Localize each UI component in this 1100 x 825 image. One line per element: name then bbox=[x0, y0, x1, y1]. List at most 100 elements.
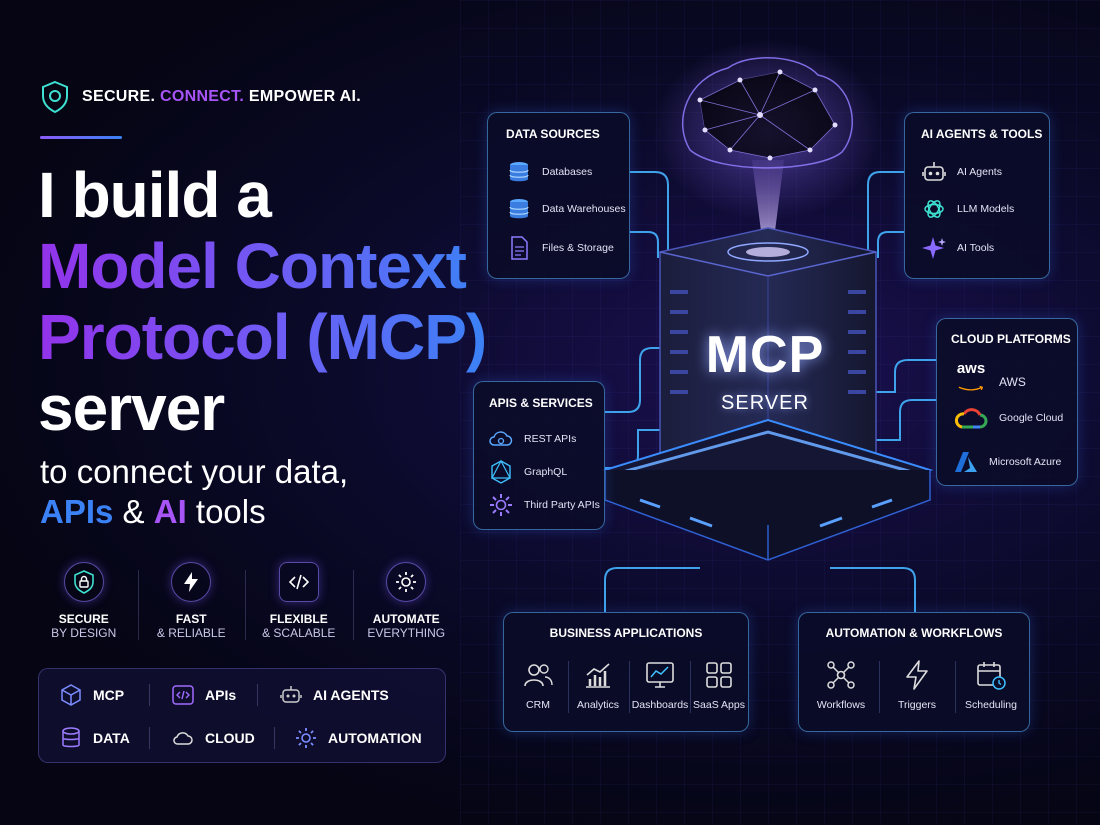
item-graphql[interactable]: GraphQL bbox=[488, 459, 567, 485]
file-icon bbox=[511, 236, 528, 260]
item-label: Data Warehouses bbox=[542, 203, 626, 215]
item-third-party-apis[interactable]: Third Party APIs bbox=[488, 492, 600, 518]
aws-smile-icon bbox=[958, 385, 984, 391]
server-subtitle: SERVER bbox=[721, 392, 809, 414]
tag-apis: APIs bbox=[171, 683, 236, 707]
gear-icon bbox=[386, 562, 427, 602]
feature-subtitle: EVERYTHING bbox=[367, 626, 446, 640]
feature-flexible: FLEXIBLE & SCALABLE bbox=[245, 562, 353, 644]
tagline: SECURE. CONNECT. EMPOWER AI. bbox=[40, 80, 361, 114]
tag-label: AI AGENTS bbox=[313, 687, 389, 703]
users-icon bbox=[524, 664, 553, 687]
tag-divider bbox=[257, 684, 258, 706]
gear-icon bbox=[490, 494, 512, 516]
item-label: REST APIs bbox=[524, 433, 577, 445]
item-divider bbox=[690, 661, 691, 713]
code-icon bbox=[172, 685, 194, 705]
feature-title: SECURE bbox=[58, 612, 109, 626]
panel-title: APIS & SERVICES bbox=[489, 396, 593, 410]
feature-title: FLEXIBLE bbox=[269, 612, 328, 626]
panel-automation-workflows: AUTOMATION & WORKFLOWS Workflows Trigger… bbox=[798, 612, 1030, 732]
item-label: Microsoft Azure bbox=[989, 456, 1062, 468]
robot-icon bbox=[922, 162, 946, 181]
item-ai-agents[interactable]: AI Agents bbox=[921, 159, 1002, 185]
shield-icon bbox=[42, 80, 68, 114]
item-label: SaaS Apps bbox=[693, 699, 745, 711]
graphql-icon bbox=[491, 459, 511, 484]
item-label: Dashboards bbox=[631, 699, 689, 711]
headline-line-4: server bbox=[38, 372, 225, 444]
item-label: Analytics bbox=[576, 699, 619, 711]
item-divider bbox=[629, 661, 630, 713]
database-icon bbox=[509, 162, 529, 182]
item-label: Google Cloud bbox=[999, 412, 1064, 424]
apps-grid-icon bbox=[706, 662, 732, 688]
feature-row: SECURE BY DESIGN FAST & RELIABLE FLEXIBL… bbox=[30, 562, 460, 644]
item-rest-apis[interactable]: REST APIs bbox=[488, 426, 576, 452]
gear-icon bbox=[296, 728, 316, 748]
lightning-icon bbox=[171, 562, 212, 602]
subhead-amp: & bbox=[122, 493, 145, 530]
panel-title: DATA SOURCES bbox=[506, 127, 600, 141]
item-dashboards[interactable]: Dashboards bbox=[629, 659, 691, 711]
warehouse-icon bbox=[509, 199, 529, 219]
item-llm-models[interactable]: LLM Models bbox=[921, 196, 1014, 222]
item-label: AI Tools bbox=[957, 242, 995, 254]
tag-data: DATA bbox=[59, 726, 130, 750]
item-divider bbox=[568, 661, 569, 713]
item-data-warehouses[interactable]: Data Warehouses bbox=[506, 196, 626, 222]
feature-secure: SECURE BY DESIGN bbox=[30, 562, 138, 644]
item-workflows[interactable]: Workflows bbox=[810, 659, 872, 711]
item-google-cloud[interactable]: Google Cloud bbox=[953, 405, 1063, 431]
tagline-secure: SECURE. bbox=[82, 88, 156, 105]
panel-business-applications: BUSINESS APPLICATIONS CRM Analytics Dash… bbox=[503, 612, 749, 732]
item-label: Triggers bbox=[897, 699, 937, 711]
dashboard-icon bbox=[646, 662, 674, 688]
accent-divider bbox=[40, 136, 122, 139]
item-files-storage[interactable]: Files & Storage bbox=[506, 235, 614, 261]
item-analytics[interactable]: Analytics bbox=[567, 659, 629, 711]
panel-title: BUSINESS APPLICATIONS bbox=[549, 626, 703, 640]
item-label: Third Party APIs bbox=[524, 499, 600, 511]
item-label: Databases bbox=[542, 166, 593, 178]
panel-cloud-platforms: CLOUD PLATFORMS aws AWS Google Cloud Mic… bbox=[936, 318, 1078, 486]
azure-icon bbox=[955, 452, 977, 472]
item-label: GraphQL bbox=[524, 466, 568, 478]
item-label: Files & Storage bbox=[542, 242, 614, 254]
item-crm[interactable]: CRM bbox=[507, 659, 569, 711]
workflow-icon bbox=[827, 661, 855, 689]
subhead-line-2: APIs & AI tools bbox=[40, 492, 348, 532]
cloud-gear-icon bbox=[489, 431, 513, 446]
tag-label: DATA bbox=[93, 730, 130, 746]
feature-title: AUTOMATE bbox=[372, 612, 440, 626]
headline-line-3: Protocol (MCP) bbox=[38, 301, 487, 373]
item-triggers[interactable]: Triggers bbox=[886, 659, 948, 711]
subhead-ai: AI bbox=[153, 493, 187, 530]
feature-subtitle: & SCALABLE bbox=[262, 626, 336, 640]
item-scheduling[interactable]: Scheduling bbox=[960, 659, 1022, 711]
feature-automate: AUTOMATE EVERYTHING bbox=[352, 562, 461, 644]
cube-icon bbox=[61, 684, 81, 706]
item-microsoft-azure[interactable]: Microsoft Azure bbox=[953, 449, 1061, 475]
item-databases[interactable]: Databases bbox=[506, 159, 592, 185]
openai-icon bbox=[924, 200, 944, 218]
panel-data-sources: DATA SOURCES Databases Data Warehouses F… bbox=[487, 112, 630, 279]
headline-line-1: I build a bbox=[38, 159, 272, 231]
item-aws[interactable]: aws AWS bbox=[953, 361, 1026, 402]
item-saas-apps[interactable]: SaaS Apps bbox=[688, 659, 750, 711]
tag-divider bbox=[149, 684, 150, 706]
feature-title: FAST bbox=[175, 612, 207, 626]
item-ai-tools[interactable]: AI Tools bbox=[921, 235, 994, 261]
item-divider bbox=[955, 661, 956, 713]
cloud-icon bbox=[173, 732, 193, 745]
tag-divider bbox=[274, 727, 275, 749]
item-divider bbox=[879, 661, 880, 713]
analytics-icon bbox=[586, 663, 610, 688]
item-label: CRM bbox=[526, 699, 550, 711]
item-label: AWS bbox=[999, 374, 1026, 389]
panel-ai-agents: AI AGENTS & TOOLS AI Agents LLM Models A… bbox=[904, 112, 1050, 279]
tag-label: CLOUD bbox=[205, 730, 255, 746]
aws-icon: aws bbox=[953, 361, 989, 402]
tag-label: AUTOMATION bbox=[328, 730, 422, 746]
